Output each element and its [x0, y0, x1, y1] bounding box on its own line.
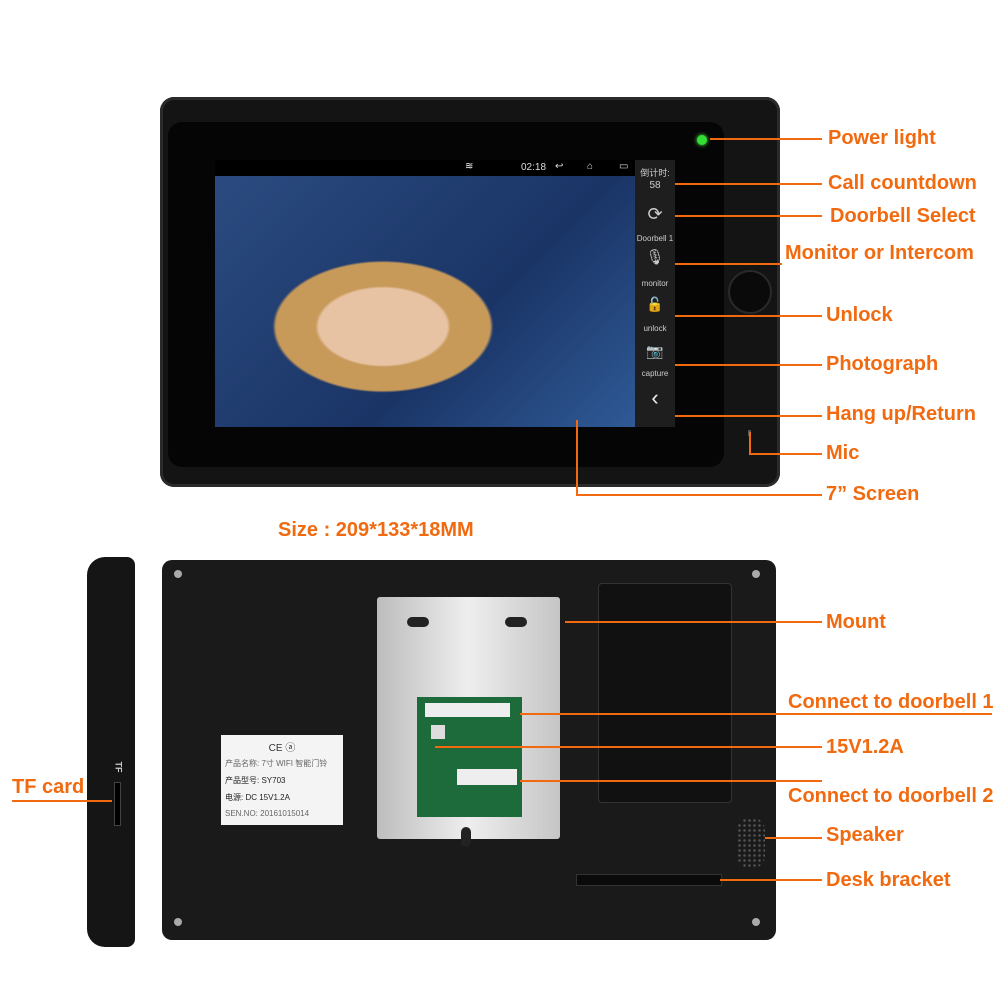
- label-tf-card: TF card: [12, 776, 85, 798]
- battery-cover: [598, 583, 732, 803]
- label-screen: 7” Screen: [826, 483, 920, 505]
- product-model: 产品型号: SY703: [225, 776, 286, 785]
- call-control-panel: 倒计时: 58 ⟳ Doorbell 1 🎙 monitor 🔓 unlock …: [635, 160, 675, 427]
- doorbell-select-label[interactable]: Doorbell 1: [636, 234, 674, 243]
- screw-icon: [174, 570, 182, 578]
- callout-line: [749, 432, 822, 455]
- screw-icon: [752, 570, 760, 578]
- doorbell-1-connector[interactable]: [425, 703, 510, 717]
- wifi-icon: ≋: [465, 161, 474, 172]
- doorbell-2-connector[interactable]: [457, 769, 517, 785]
- label-power-light: Power light: [828, 127, 936, 149]
- power-led: [697, 135, 707, 145]
- power-spec: 电源: DC 15V1.2A: [225, 793, 290, 802]
- connector-board: [417, 697, 522, 817]
- status-time: 02:18: [521, 162, 547, 173]
- power-connector[interactable]: [431, 725, 445, 739]
- screen: ≋ 02:18 ↩ ⌂ ▭ 倒计时: 58 ⟳ Doorbell 1 🎙 mon…: [215, 160, 675, 427]
- label-speaker: Speaker: [826, 824, 904, 846]
- tf-card-slot[interactable]: [114, 782, 121, 826]
- switch-doorbell-icon[interactable]: ⟳: [647, 204, 663, 224]
- label-hang-up: Hang up/Return: [826, 403, 976, 425]
- label-doorbell-select: Doorbell Select: [830, 205, 976, 227]
- mount-slot: [461, 827, 471, 847]
- label-call-countdown: Call countdown: [828, 172, 977, 194]
- label-monitor-intercom: Monitor or Intercom: [785, 242, 974, 264]
- home-button: [728, 270, 772, 314]
- callout-line: [576, 420, 822, 496]
- screw-icon: [752, 918, 760, 926]
- label-mount: Mount: [826, 611, 886, 633]
- size-text: Size : 209*133*18MM: [278, 519, 474, 541]
- recent-apps-icon[interactable]: ▭: [619, 161, 629, 172]
- microphone-icon[interactable]: 🎙: [645, 249, 665, 266]
- serial-number: SEN.NO: 20161015014: [225, 809, 310, 818]
- back-icon[interactable]: ↩: [555, 161, 564, 172]
- unlock-label[interactable]: unlock: [643, 324, 667, 333]
- countdown-value: 58: [649, 180, 661, 191]
- monitor-side-view: TF: [87, 557, 135, 947]
- unlock-icon[interactable]: 🔓: [646, 296, 664, 312]
- label-doorbell-1: Connect to doorbell 1: [788, 691, 994, 713]
- camera-icon[interactable]: 📷: [646, 343, 664, 359]
- speaker-grille: [737, 818, 765, 868]
- product-label: CE ⓐ 产品名称: 7寸 WIFI 智能门铃 产品型号: SY703 电源: …: [221, 735, 343, 825]
- product-name: 产品名称: 7寸 WIFI 智能门铃: [225, 759, 328, 768]
- capture-label[interactable]: capture: [641, 369, 669, 378]
- camera-video-feed: [215, 176, 635, 427]
- mount-slot: [407, 617, 429, 627]
- status-bar: ≋ 02:18 ↩ ⌂ ▭: [215, 160, 635, 176]
- label-desk-bracket: Desk bracket: [826, 869, 951, 891]
- label-mic: Mic: [826, 442, 860, 464]
- label-photograph: Photograph: [826, 353, 939, 375]
- cert-marks: CE ⓐ: [268, 743, 296, 754]
- home-icon[interactable]: ⌂: [587, 161, 594, 172]
- label-doorbell-2: Connect to doorbell 2: [788, 785, 994, 807]
- monitor-label[interactable]: monitor: [641, 279, 669, 288]
- label-unlock: Unlock: [826, 304, 893, 326]
- screw-icon: [174, 918, 182, 926]
- countdown-label: 倒计时:: [640, 168, 670, 178]
- label-power-spec: 15V1.2A: [826, 736, 904, 758]
- chevron-left-icon[interactable]: ‹: [651, 385, 659, 410]
- mount-slot: [505, 617, 527, 627]
